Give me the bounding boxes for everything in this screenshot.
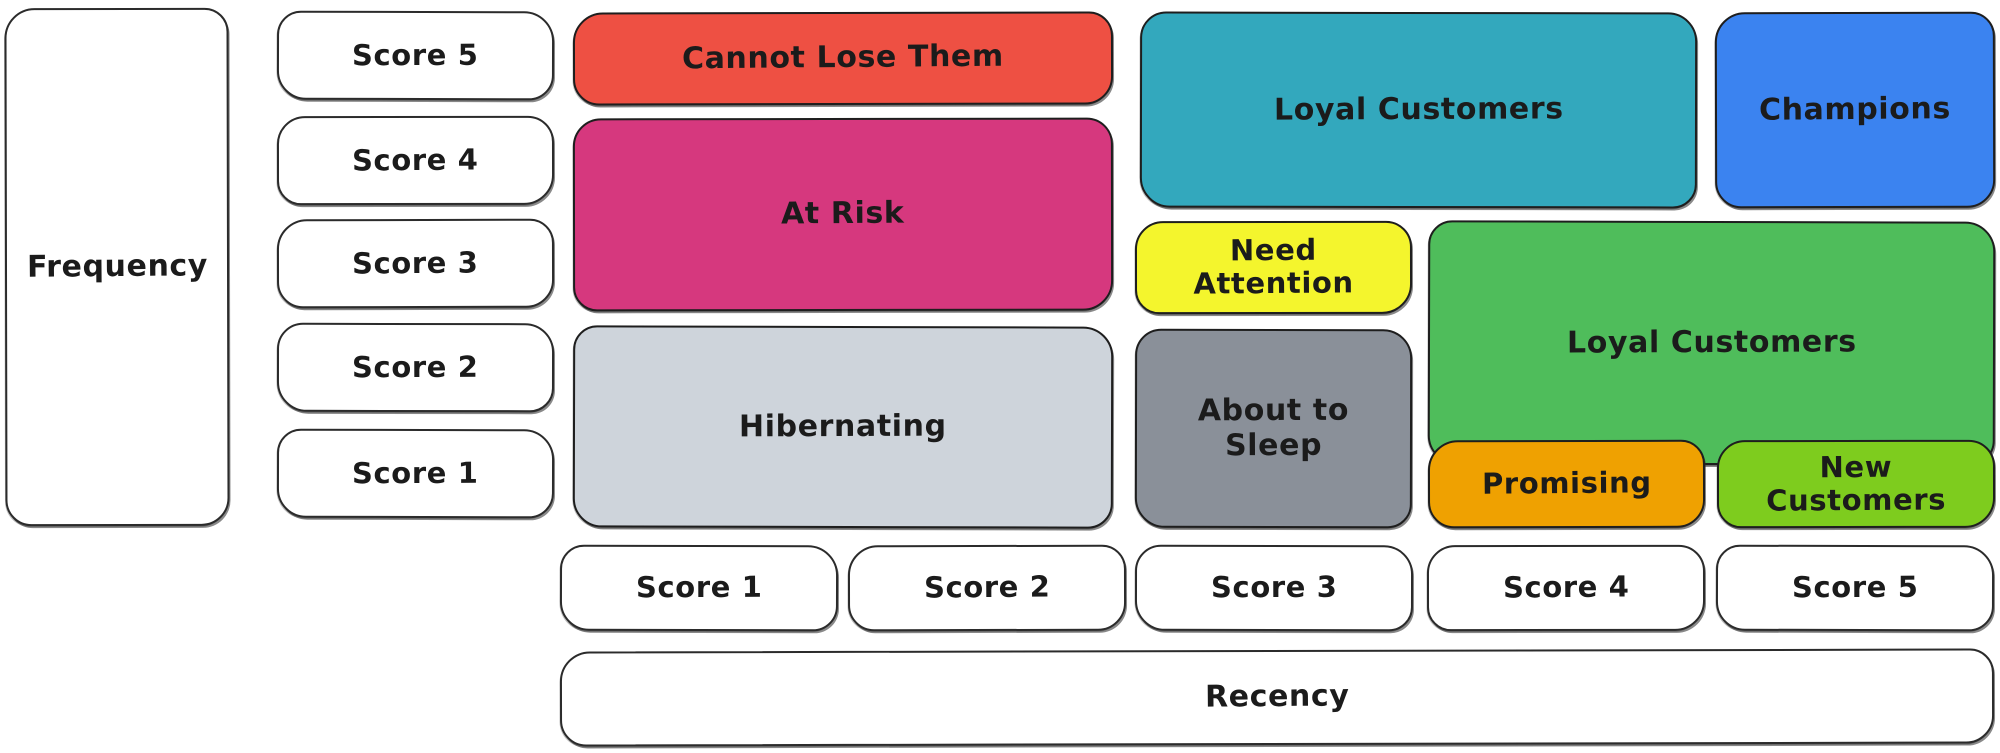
frequency-score-4-box[interactable]: Score 4: [276, 115, 555, 206]
segment-at-risk-label: At Risk: [781, 195, 905, 232]
recency-score-3-box[interactable]: Score 3: [1134, 544, 1414, 632]
recency-score-4-label: Score 4: [1502, 569, 1630, 605]
segment-promising-label: Promising: [1481, 465, 1652, 502]
recency-score-4-box[interactable]: Score 4: [1426, 544, 1706, 632]
segment-hibernating-label: Hibernating: [739, 408, 947, 445]
segment-new-customers-label: New Customers: [1766, 449, 1947, 518]
segment-loyal-customers-teal[interactable]: Loyal Customers: [1139, 11, 1698, 209]
segment-loyal-customers-green-label: Loyal Customers: [1566, 324, 1857, 361]
frequency-axis-label: Frequency: [26, 248, 208, 285]
recency-score-3-label: Score 3: [1210, 570, 1338, 605]
frequency-score-3-label: Score 3: [352, 245, 479, 281]
frequency-score-5-box[interactable]: Score 5: [276, 10, 555, 101]
segment-need-attention-label: Need Attention: [1193, 232, 1354, 302]
segment-loyal-customers-teal-label: Loyal Customers: [1273, 91, 1564, 128]
recency-score-2-box[interactable]: Score 2: [847, 544, 1127, 632]
recency-score-1-label: Score 1: [635, 570, 763, 605]
recency-axis-label-box: Recency: [559, 648, 1995, 747]
segment-about-to-sleep-label: About to Sleep: [1197, 392, 1350, 463]
segment-promising[interactable]: Promising: [1427, 439, 1706, 529]
frequency-score-1-label: Score 1: [352, 455, 479, 491]
recency-score-2-label: Score 2: [923, 569, 1051, 605]
recency-score-5-box[interactable]: Score 5: [1715, 544, 1995, 632]
recency-score-5-label: Score 5: [1791, 570, 1919, 605]
recency-axis-label: Recency: [1204, 678, 1350, 715]
segment-hibernating[interactable]: Hibernating: [572, 325, 1114, 529]
frequency-score-2-label: Score 2: [352, 349, 479, 385]
frequency-score-3-box[interactable]: Score 3: [276, 218, 555, 309]
segment-at-risk[interactable]: At Risk: [572, 117, 1114, 312]
frequency-axis-label-box: Frequency: [4, 7, 230, 527]
segment-new-customers[interactable]: New Customers: [1716, 439, 1996, 529]
segment-loyal-customers-green[interactable]: Loyal Customers: [1427, 220, 1996, 466]
frequency-score-2-box[interactable]: Score 2: [276, 322, 555, 413]
segment-champions-label: Champions: [1758, 90, 1952, 128]
recency-score-1-box[interactable]: Score 1: [559, 544, 839, 632]
frequency-score-4-label: Score 4: [352, 142, 479, 178]
frequency-score-5-label: Score 5: [352, 37, 479, 73]
segment-cannot-lose-them[interactable]: Cannot Lose Them: [572, 11, 1114, 106]
frequency-score-1-box[interactable]: Score 1: [276, 428, 555, 519]
segment-champions[interactable]: Champions: [1714, 11, 1996, 209]
segment-need-attention[interactable]: Need Attention: [1134, 220, 1413, 315]
segment-about-to-sleep[interactable]: About to Sleep: [1134, 328, 1413, 529]
segment-cannot-lose-them-label: Cannot Lose Them: [681, 38, 1005, 77]
